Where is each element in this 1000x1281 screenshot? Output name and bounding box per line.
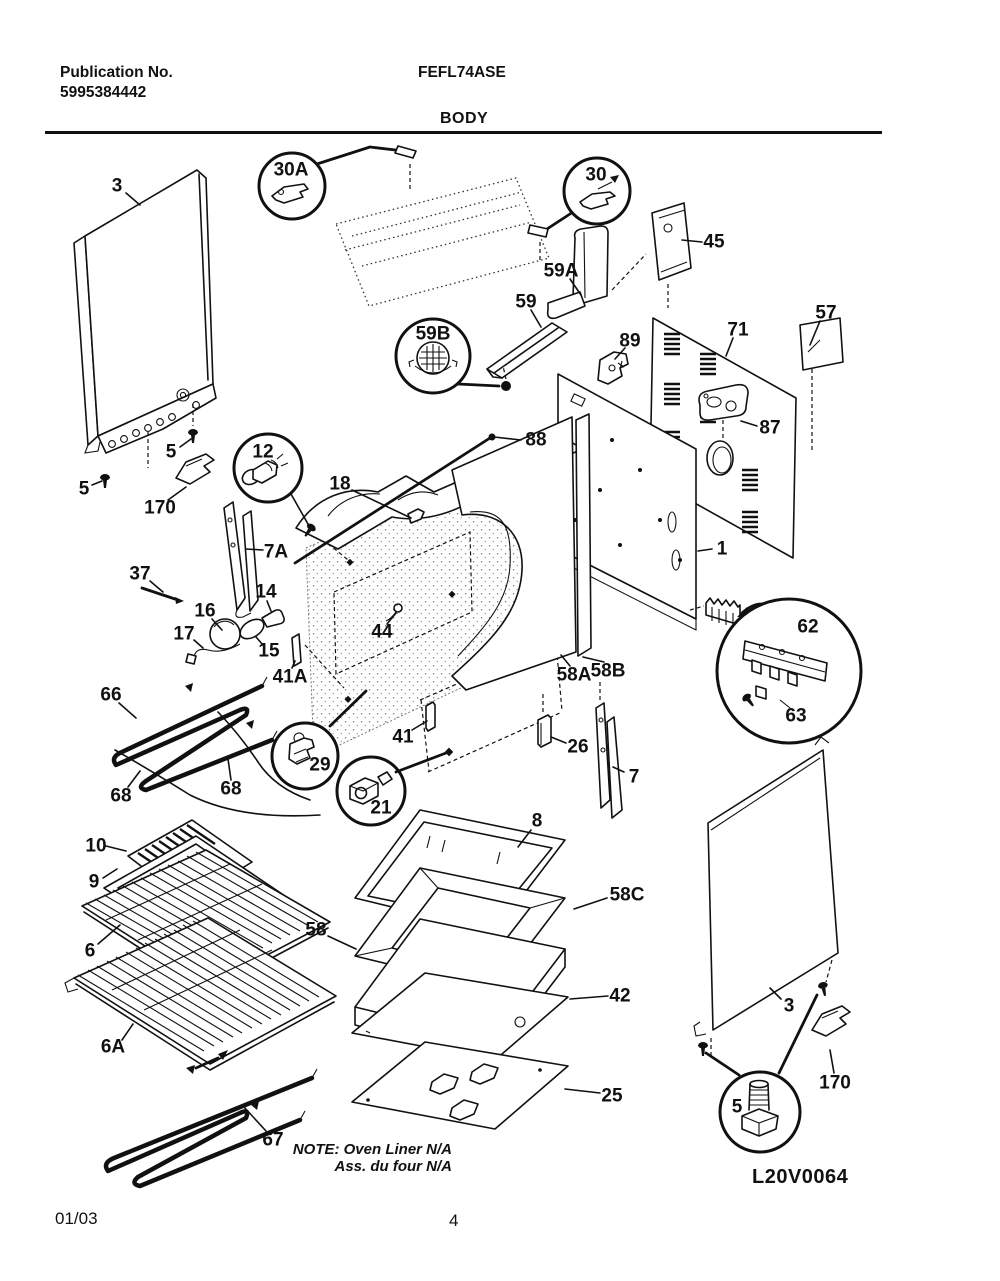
- vent-grommet: [501, 381, 511, 391]
- callout-30: [562, 156, 632, 226]
- clip-30A-target: [315, 145, 417, 192]
- vent-duct-59: [486, 322, 568, 379]
- callout-12: [232, 432, 309, 525]
- oven-liner-note: NOTE: Oven Liner N/A Ass. du four N/A: [293, 1141, 452, 1175]
- footer-page-number: 4: [449, 1211, 459, 1230]
- bake-element-67: [103, 1065, 318, 1189]
- callout-21: [335, 747, 454, 827]
- callout-29: [270, 689, 368, 791]
- bracket-41: [425, 701, 436, 732]
- bracket-89: [597, 351, 629, 385]
- bracket-170-bottom: [811, 1005, 851, 1037]
- insulation-58A-58B: [451, 413, 592, 691]
- side-panel-left: [73, 169, 217, 468]
- publication-number: 5995384442: [60, 84, 147, 101]
- vent-duct-59A: [546, 225, 609, 320]
- header-rule: [45, 131, 882, 134]
- side-panel-right: [693, 736, 839, 1058]
- plate-57: [799, 317, 844, 371]
- bracket-7A: [223, 501, 259, 618]
- note-line-1: NOTE: Oven Liner N/A: [292, 1141, 452, 1158]
- base-plate-25: [351, 1041, 569, 1130]
- oven-rack-6A: [64, 917, 337, 1071]
- callout-30A: [257, 151, 327, 221]
- bracket-45: [651, 202, 692, 308]
- insulation-blanket: [335, 177, 550, 307]
- publication-label: Publication No.: [60, 64, 173, 81]
- callout-59B: [394, 317, 501, 395]
- section-title: BODY: [440, 110, 489, 127]
- footer-date: 01/03: [55, 1209, 98, 1228]
- lamp-assembly: [185, 609, 285, 665]
- callout-5-leg: [704, 993, 819, 1154]
- plate-87: [698, 383, 749, 421]
- wires-68: [114, 711, 321, 817]
- pin-37: [140, 586, 184, 604]
- note-line-2: Ass. du four N/A: [334, 1158, 452, 1175]
- leader-lines: [91, 192, 835, 1132]
- bracket-7: [542, 682, 623, 819]
- align-dash-59a-45: [611, 253, 647, 291]
- callout-62-63: [715, 597, 863, 745]
- model-number: FEFL74ASE: [418, 64, 506, 81]
- broil-element-66: [111, 676, 278, 793]
- bracket-170-top: [175, 453, 215, 485]
- spacer-26: [537, 714, 552, 748]
- rod-88: [293, 433, 496, 565]
- clip-30-target: [527, 210, 575, 262]
- bracket-41A: [291, 633, 302, 667]
- diagram-code: L20V0064: [752, 1166, 849, 1188]
